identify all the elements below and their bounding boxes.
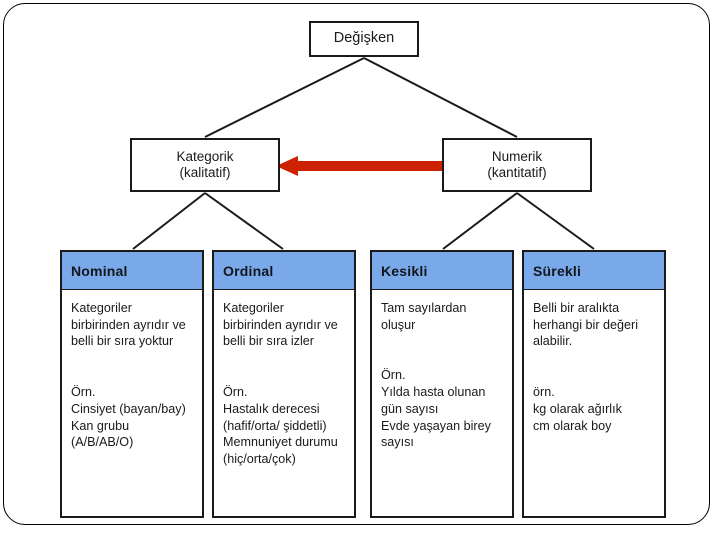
card-kesikli-description: Tam sayılardan oluşur <box>381 301 467 332</box>
card-surekli-description: Belli bir aralıkta herhangi bir değeri a… <box>533 301 639 349</box>
card-kesikli-header: Kesikli <box>372 252 512 290</box>
node-kategorik[interactable]: Kategorik (kalitatif) <box>130 138 280 192</box>
numerik-to-kategorik-arrow <box>276 156 446 176</box>
card-nominal-example: Örn. Cinsiyet (bayan/bay) Kan grubu (A/B… <box>71 385 186 450</box>
card-ordinal-description: Kategoriler birbirinden ayrıdır ve belli… <box>223 301 338 349</box>
node-numerik[interactable]: Numerik (kantitatif) <box>442 138 592 192</box>
card-nominal-header: Nominal <box>62 252 202 290</box>
card-ordinal[interactable]: Ordinal Kategoriler birbirinden ayrıdır … <box>212 250 356 518</box>
card-ordinal-body: Kategoriler birbirinden ayrıdır ve belli… <box>214 290 354 468</box>
card-surekli-example: örn. kg olarak ağırlık cm olarak boy <box>533 385 622 433</box>
card-nominal[interactable]: Nominal Kategoriler birbirinden ayrıdır … <box>60 250 204 518</box>
node-degisken-label: Değişken <box>333 30 395 47</box>
red-arrow-shape <box>276 156 446 176</box>
card-surekli-header: Sürekli <box>524 252 664 290</box>
card-ordinal-header: Ordinal <box>214 252 354 290</box>
card-kesikli-body: Tam sayılardan oluşur Örn. Yılda hasta o… <box>372 290 512 451</box>
card-surekli-body: Belli bir aralıkta herhangi bir değeri a… <box>524 290 664 434</box>
node-degisken[interactable]: Değişken <box>309 21 419 57</box>
card-nominal-description: Kategoriler birbirinden ayrıdır ve belli… <box>71 301 186 349</box>
card-kesikli-example: Örn. Yılda hasta olunan gün sayısı Evde … <box>381 368 491 450</box>
node-numerik-label: Numerik (kantitatif) <box>487 148 547 180</box>
card-surekli[interactable]: Sürekli Belli bir aralıkta herhangi bir … <box>522 250 666 518</box>
card-ordinal-example: Örn. Hastalık derecesi (hafif/orta/ şidd… <box>223 385 338 467</box>
card-kesikli[interactable]: Kesikli Tam sayılardan oluşur Örn. Yılda… <box>370 250 514 518</box>
node-kategorik-label: Kategorik (kalitatif) <box>176 148 234 180</box>
card-nominal-body: Kategoriler birbirinden ayrıdır ve belli… <box>62 290 202 451</box>
